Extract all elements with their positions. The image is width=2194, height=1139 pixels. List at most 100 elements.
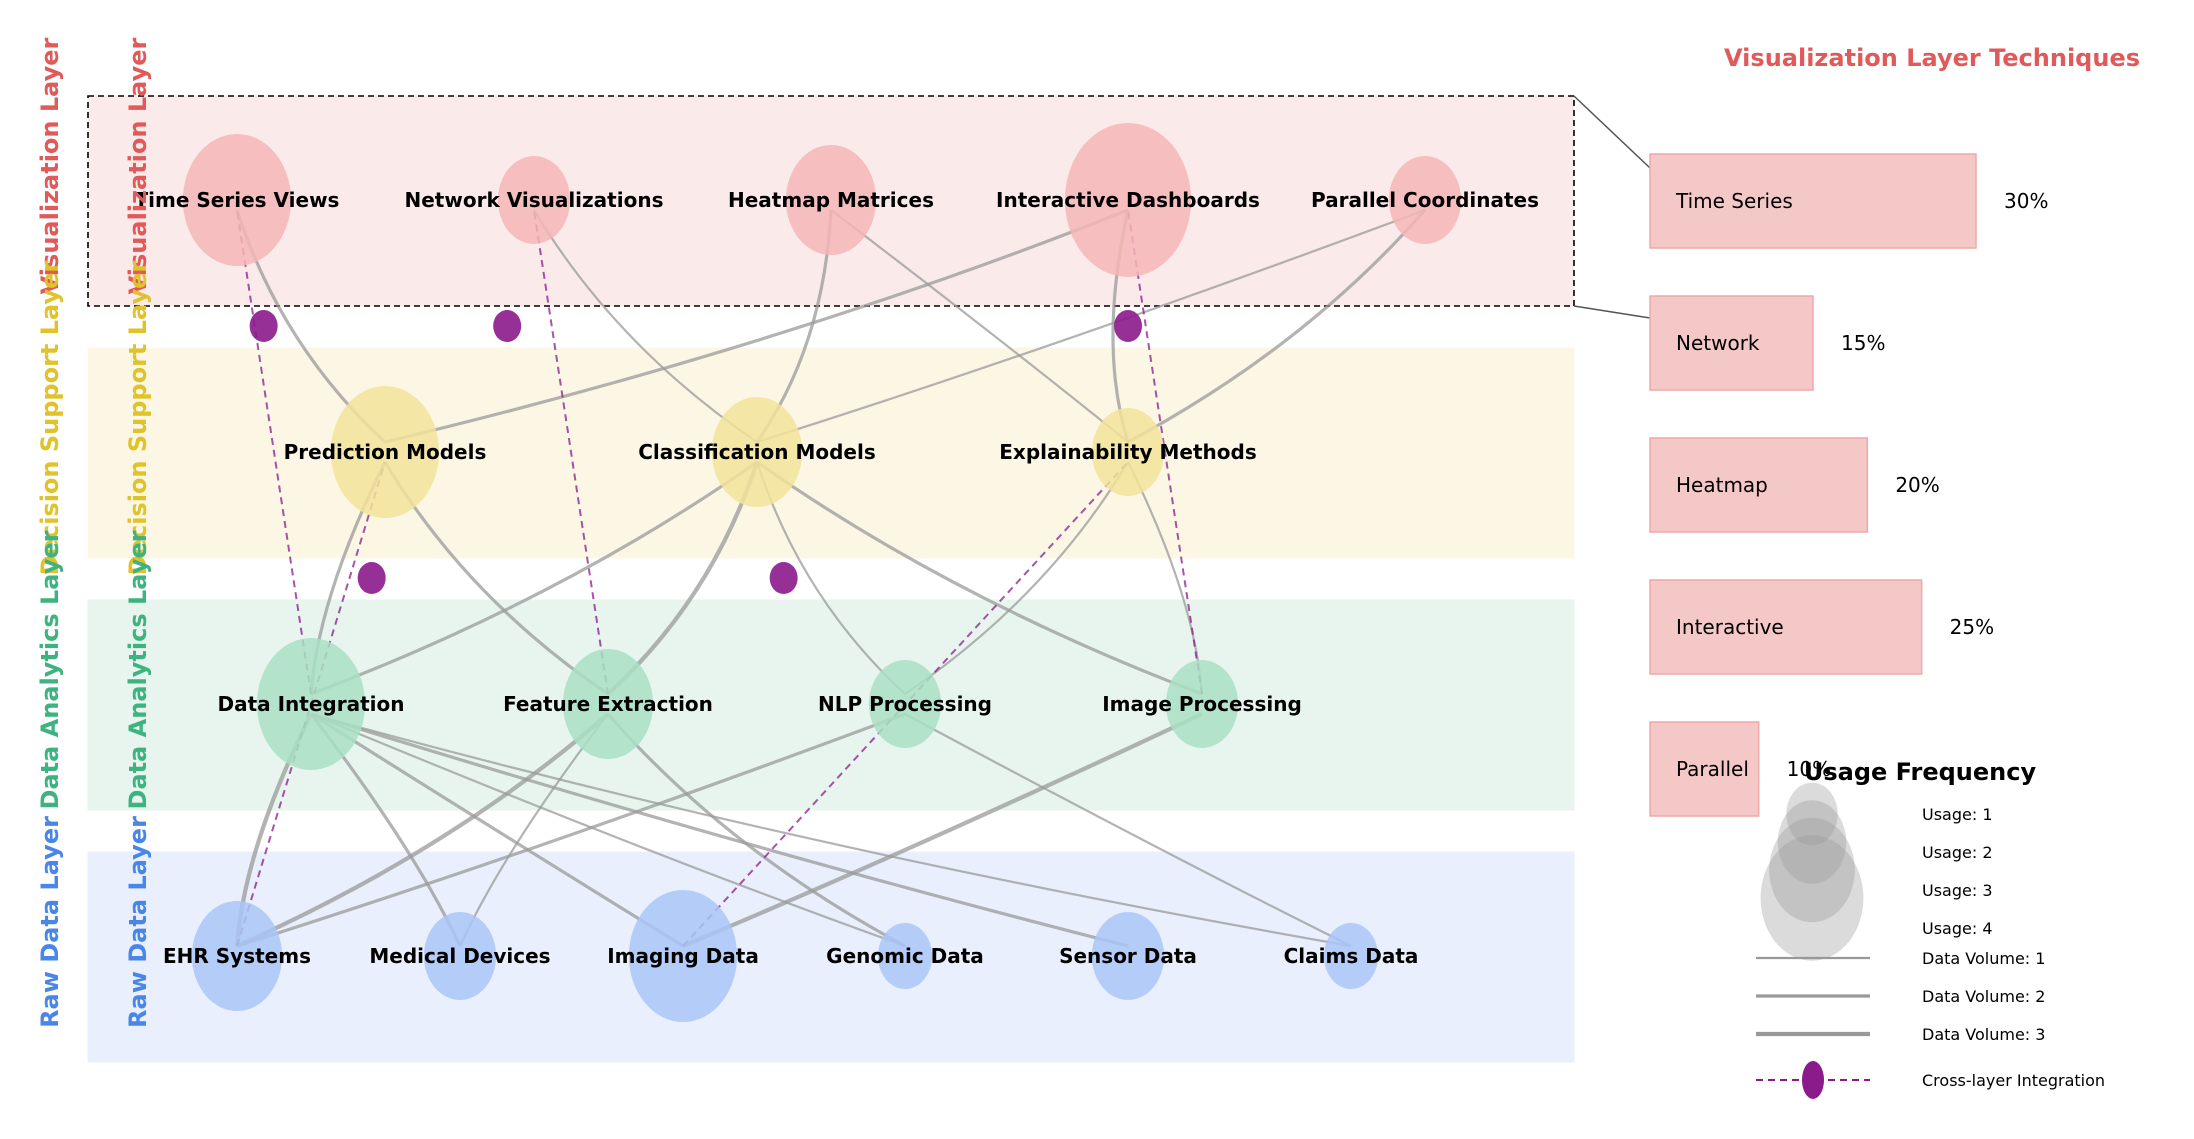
node-fe[interactable] xyxy=(562,649,654,759)
node-label-em: Explainability Methods xyxy=(999,440,1257,464)
node-label-tsv: Time Series Views xyxy=(135,188,340,212)
node-cm[interactable] xyxy=(711,397,803,507)
legend-volume-label-1: Data Volume: 1 xyxy=(1922,949,2045,968)
edge-ip-cm xyxy=(756,460,1203,696)
bar-label-1: Network xyxy=(1676,331,1760,355)
node-imd[interactable] xyxy=(628,890,738,1022)
node-tsv[interactable] xyxy=(182,134,292,266)
bar-2 xyxy=(1649,437,1869,533)
legend-usage-symbol-4 xyxy=(1760,835,1864,961)
node-em[interactable] xyxy=(1091,408,1165,496)
node-ehr[interactable] xyxy=(191,901,283,1011)
node-label-nlp: NLP Processing xyxy=(818,692,992,716)
node-label-cm: Classification Models xyxy=(638,440,876,464)
node-label-ehr: EHR Systems xyxy=(163,944,311,968)
edge-pm-id xyxy=(384,208,1129,444)
bar-value-1: 15% xyxy=(1841,331,1885,355)
edge-gd-di xyxy=(310,712,906,948)
cross-link-fe-nv xyxy=(533,209,609,695)
node-label-gd: Genomic Data xyxy=(826,944,984,968)
viz-techniques-panel: Visualization Layer Techniques Time Seri… xyxy=(1573,44,2140,817)
cross-marker xyxy=(357,562,386,594)
cross-marker xyxy=(769,562,798,594)
bar-value-4: 10% xyxy=(1787,757,1831,781)
legend-usage-symbol-3 xyxy=(1769,817,1855,923)
panel-connector-top xyxy=(1573,95,1651,169)
bar-label-4: Parallel xyxy=(1676,757,1749,781)
viz-highlight-box xyxy=(87,95,1575,307)
node-di[interactable] xyxy=(256,638,366,770)
node-pm[interactable] xyxy=(330,386,440,518)
edge-cd-di xyxy=(310,712,1352,948)
layer-label-viz-1: Visualization Layer xyxy=(124,37,152,294)
cross-link-di-tsv xyxy=(236,209,312,695)
edge-nlp-em xyxy=(904,461,1129,695)
node-label-nv: Network Visualizations xyxy=(405,188,664,212)
node-label-pm: Prediction Models xyxy=(284,440,487,464)
node-label-pc: Parallel Coordinates xyxy=(1311,188,1539,212)
bar-value-0: 30% xyxy=(2004,189,2048,213)
bar-4 xyxy=(1649,721,1760,817)
node-label-md: Medical Devices xyxy=(369,944,550,968)
node-nlp[interactable] xyxy=(868,660,942,748)
edge-imd-ip xyxy=(682,712,1203,948)
edge-ehr-nlp xyxy=(236,712,906,948)
legend-cross-label: Cross-layer Integration xyxy=(1922,1071,2105,1090)
panel-title: Visualization Layer Techniques xyxy=(1724,44,2140,72)
node-label-cd: Claims Data xyxy=(1284,944,1419,968)
edge-sd-di xyxy=(310,712,1129,948)
layer-label-viz-0: Visualization Layer xyxy=(36,37,64,294)
bar-value-3: 25% xyxy=(1950,615,1994,639)
cross-marker xyxy=(1114,310,1142,342)
layer-label-analytics-0: Data Analytics Layer xyxy=(36,530,64,809)
layer-label-raw-0: Raw Data Layer xyxy=(36,816,64,1028)
layer-label-decision-1: Decision Support Layer xyxy=(124,261,152,576)
node-label-imd: Imaging Data xyxy=(607,944,759,968)
legend-cross-marker xyxy=(1802,1061,1824,1099)
legend-title: Usage Frequency xyxy=(1804,758,2037,786)
edge-gd-fe xyxy=(606,712,906,948)
node-ip[interactable] xyxy=(1165,660,1239,748)
legend-volume-label-2: Data Volume: 2 xyxy=(1922,987,2045,1006)
node-nv[interactable] xyxy=(497,156,571,244)
layer-bands xyxy=(87,95,1575,1063)
layer-label-raw-1: Raw Data Layer xyxy=(124,816,152,1028)
node-label-fe: Feature Extraction xyxy=(503,692,713,716)
node-sd[interactable] xyxy=(1091,912,1165,1000)
edge-em-pc xyxy=(1127,208,1427,444)
node-hm[interactable] xyxy=(785,145,877,255)
legend-usage-label-1: Usage: 1 xyxy=(1922,805,1993,824)
edge-em-hm xyxy=(830,209,1129,443)
node-label-di: Data Integration xyxy=(218,692,405,716)
edge-di-cm xyxy=(310,460,758,696)
legend-usage-label-4: Usage: 4 xyxy=(1922,919,1993,938)
layer-label-decision-0: Decision Support Layer xyxy=(36,261,64,576)
node-id[interactable] xyxy=(1064,123,1192,277)
node-cd[interactable] xyxy=(1323,923,1379,989)
legend-usage-label-2: Usage: 2 xyxy=(1922,843,1993,862)
node-label-ip: Image Processing xyxy=(1102,692,1302,716)
legend-usage-label-3: Usage: 3 xyxy=(1922,881,1993,900)
legend-volume-label-3: Data Volume: 3 xyxy=(1922,1025,2045,1044)
bar-label-0: Time Series xyxy=(1675,189,1793,213)
node-pc[interactable] xyxy=(1388,156,1462,244)
panel-connector-bottom xyxy=(1573,305,1651,319)
cross-marker xyxy=(249,310,278,342)
edge-cm-nv xyxy=(533,209,758,443)
cross-layer-markers xyxy=(249,310,1142,594)
bar-0 xyxy=(1649,153,1977,249)
usage-legend: Usage Frequency Usage: 1 Usage: 2 Usage: 3… xyxy=(1756,758,2105,1099)
bar-value-2: 20% xyxy=(1895,473,1939,497)
bar-3 xyxy=(1649,579,1923,675)
viz-layer-highlight xyxy=(87,95,1575,307)
layer-label-analytics-1: Data Analytics Layer xyxy=(124,530,152,809)
cross-link-ip-id xyxy=(1127,209,1203,695)
node-gd[interactable] xyxy=(877,923,933,989)
bar-1 xyxy=(1649,295,1814,391)
data-flow-edges xyxy=(234,208,1427,948)
bar-label-2: Heatmap xyxy=(1676,473,1768,497)
legend-usage-symbol-2 xyxy=(1777,800,1847,884)
node-md[interactable] xyxy=(423,912,497,1000)
